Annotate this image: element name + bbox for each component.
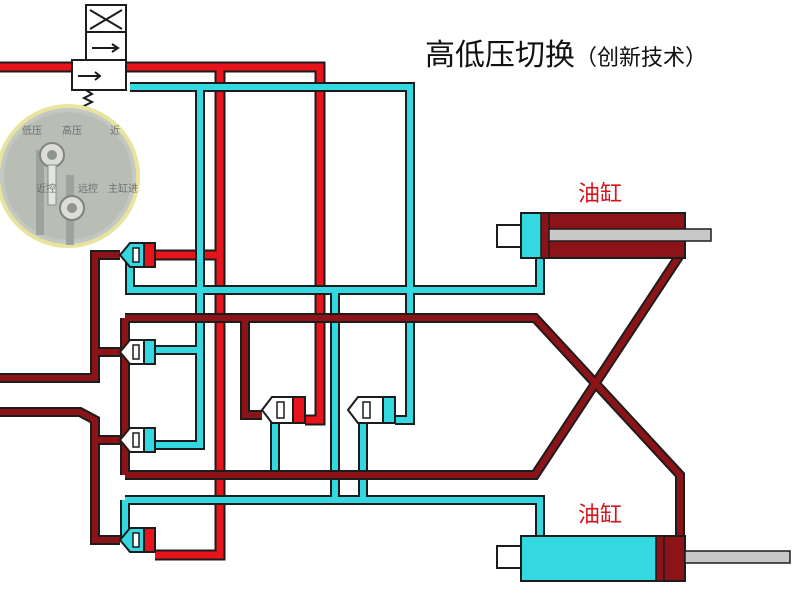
- cylinder-top: [496, 212, 712, 259]
- check-valve-6: [346, 396, 396, 424]
- title-main: 高低压切换: [425, 38, 575, 73]
- photo-label-edge: 近: [110, 124, 120, 137]
- check-valve-3: [118, 427, 156, 453]
- cylinder-bottom-label: 油缸: [578, 503, 623, 528]
- cylinder-top-label: 油缸: [578, 182, 623, 207]
- inset-photo: 低压 高压 近 近控 远控 主缸进: [0, 104, 140, 248]
- check-valve-5: [260, 396, 306, 424]
- high-pressure-line: [0, 61, 326, 561]
- page-title: 高低压切换（创新技术）: [425, 30, 707, 74]
- photo-label-main: 主缸进: [108, 182, 138, 195]
- photo-label-low: 低压: [22, 124, 42, 137]
- title-sub: （创新技术）: [575, 46, 708, 71]
- check-valve-4: [118, 527, 156, 553]
- low-pressure-line: [120, 82, 545, 545]
- directional-valve: [71, 4, 127, 111]
- photo-label-remote: 远控: [78, 182, 98, 195]
- cylinder-bottom: [496, 535, 791, 582]
- photo-label-high: 高压: [62, 124, 82, 137]
- photo-label-near: 近控: [36, 182, 56, 195]
- check-valve-1: [118, 242, 156, 268]
- check-valve-2: [118, 339, 156, 365]
